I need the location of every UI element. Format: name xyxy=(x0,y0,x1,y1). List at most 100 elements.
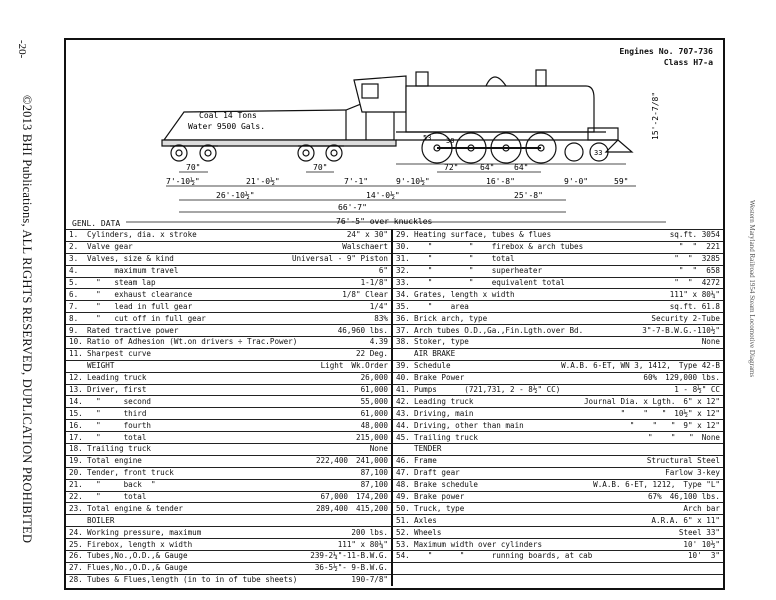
wheel-label-53: 53 xyxy=(423,134,431,142)
row-number: 3. xyxy=(69,254,79,264)
row-value: 1/8" Clear xyxy=(342,289,388,299)
row-number: 54. xyxy=(396,551,410,561)
dim-70-a: 70" xyxy=(186,163,200,172)
row-label: Rated tractive power xyxy=(87,325,179,335)
row-number: 49. xyxy=(396,492,410,502)
row-number: 35. xyxy=(396,301,410,311)
row-aux-value: " " " xyxy=(620,408,667,418)
row-value: 46,960 lbs. xyxy=(337,325,388,335)
row-number: 9. xyxy=(69,325,79,335)
row-aux-value: 60% xyxy=(643,373,658,383)
engine-header: Engines No. 707-736 Class H7-a xyxy=(619,46,713,68)
row-value: 190-7/8" xyxy=(351,575,388,585)
row-number: 8. xyxy=(69,313,79,323)
row-label: Leading truck xyxy=(87,373,147,383)
row-label: WEIGHT xyxy=(87,361,115,371)
row-value: 22 Deg. xyxy=(355,349,388,359)
tender-coal: Coal 14 Tons xyxy=(199,111,257,120)
row-value: 9" x 12" xyxy=(683,420,720,430)
row-number: 48. xyxy=(396,480,410,490)
row-value: Arch bar xyxy=(683,503,720,513)
row-label: Total engine & tender xyxy=(87,503,184,513)
row-label: Brake power xyxy=(414,492,465,502)
row-number: 2. xyxy=(69,242,79,252)
row-label: Total engine xyxy=(87,456,142,466)
row-number: 16. xyxy=(69,420,83,430)
tender-drawing xyxy=(161,97,397,162)
row-aux-value: 222,400 xyxy=(315,456,348,466)
row-value: Structural Steel xyxy=(646,456,720,466)
dimension-lines xyxy=(126,171,666,223)
row-number: 24. xyxy=(69,527,83,537)
row-label: BOILER xyxy=(87,515,115,525)
copyright-notice: ©2013 BHI Publications, ALL RIGHTS RESER… xyxy=(20,95,34,544)
dim-7-10: 7'-10½" xyxy=(166,176,200,186)
left-cell: BOILER xyxy=(66,514,393,527)
row-label: Stoker, type xyxy=(414,337,469,347)
row-aux-value: Light xyxy=(320,361,344,371)
row-label: Driving, other than main xyxy=(414,420,524,430)
row-value: 239-2¼"-11-B.W.G. xyxy=(310,551,388,561)
row-value: 24" x 30" xyxy=(346,230,388,240)
right-cell: TENDER xyxy=(392,443,723,456)
row-value: Type 42-B xyxy=(678,361,720,371)
row-value: 87,100 xyxy=(360,480,388,490)
row-label: " " total xyxy=(414,254,515,264)
row-label: Brake Power xyxy=(414,373,465,383)
right-cell: 45.Trailing truck" " "None xyxy=(392,431,723,444)
right-margin-caption: Western Maryland Railroad 1954 Steam Loc… xyxy=(748,200,756,378)
row-value: 1-1/8" xyxy=(360,278,388,287)
row-label: maximum travel xyxy=(87,266,179,276)
row-label: Frame xyxy=(414,456,437,466)
row-number: 43. xyxy=(396,408,410,418)
row-label: Tubes,No.,O.D.,& Gauge xyxy=(87,551,188,561)
dim-25-8: 25'-8" xyxy=(514,191,543,200)
row-label: " " superheater xyxy=(414,266,543,276)
dim-70-b: 70" xyxy=(313,163,327,172)
dim-26-10: 26'-10½" xyxy=(216,190,255,200)
row-aux-value: W.A.B. 6-ET, 1212, xyxy=(593,480,676,490)
engine-drawing xyxy=(353,69,634,165)
left-cell: 28.Tubes & Flues,length (in to in of tub… xyxy=(66,573,393,586)
row-label: Brick arch, type xyxy=(414,313,488,323)
row-number: 44. xyxy=(396,420,410,430)
row-number: 39. xyxy=(396,361,410,371)
row-label: Tender, front truck xyxy=(87,468,174,478)
row-value: None xyxy=(369,444,388,454)
row-label: Maximum width over cylinders xyxy=(414,539,543,549)
engines-number: Engines No. 707-736 xyxy=(619,46,713,56)
row-number: 38. xyxy=(396,337,410,347)
dim-64-a: 64" xyxy=(480,163,494,172)
row-label: Driving, main xyxy=(414,408,474,418)
row-label: TENDER xyxy=(414,444,442,454)
row-value: 61,000 xyxy=(360,408,388,418)
row-number: 47. xyxy=(396,468,410,478)
row-number: 42. xyxy=(396,396,410,406)
row-value: 48,000 xyxy=(360,420,388,430)
wheel-label-30: 30 xyxy=(446,137,454,145)
row-value: Security 2-Tube xyxy=(651,313,720,323)
left-cell: 10.Ratio of Adhesion (Wt.on drivers ÷ Tr… xyxy=(66,336,393,349)
